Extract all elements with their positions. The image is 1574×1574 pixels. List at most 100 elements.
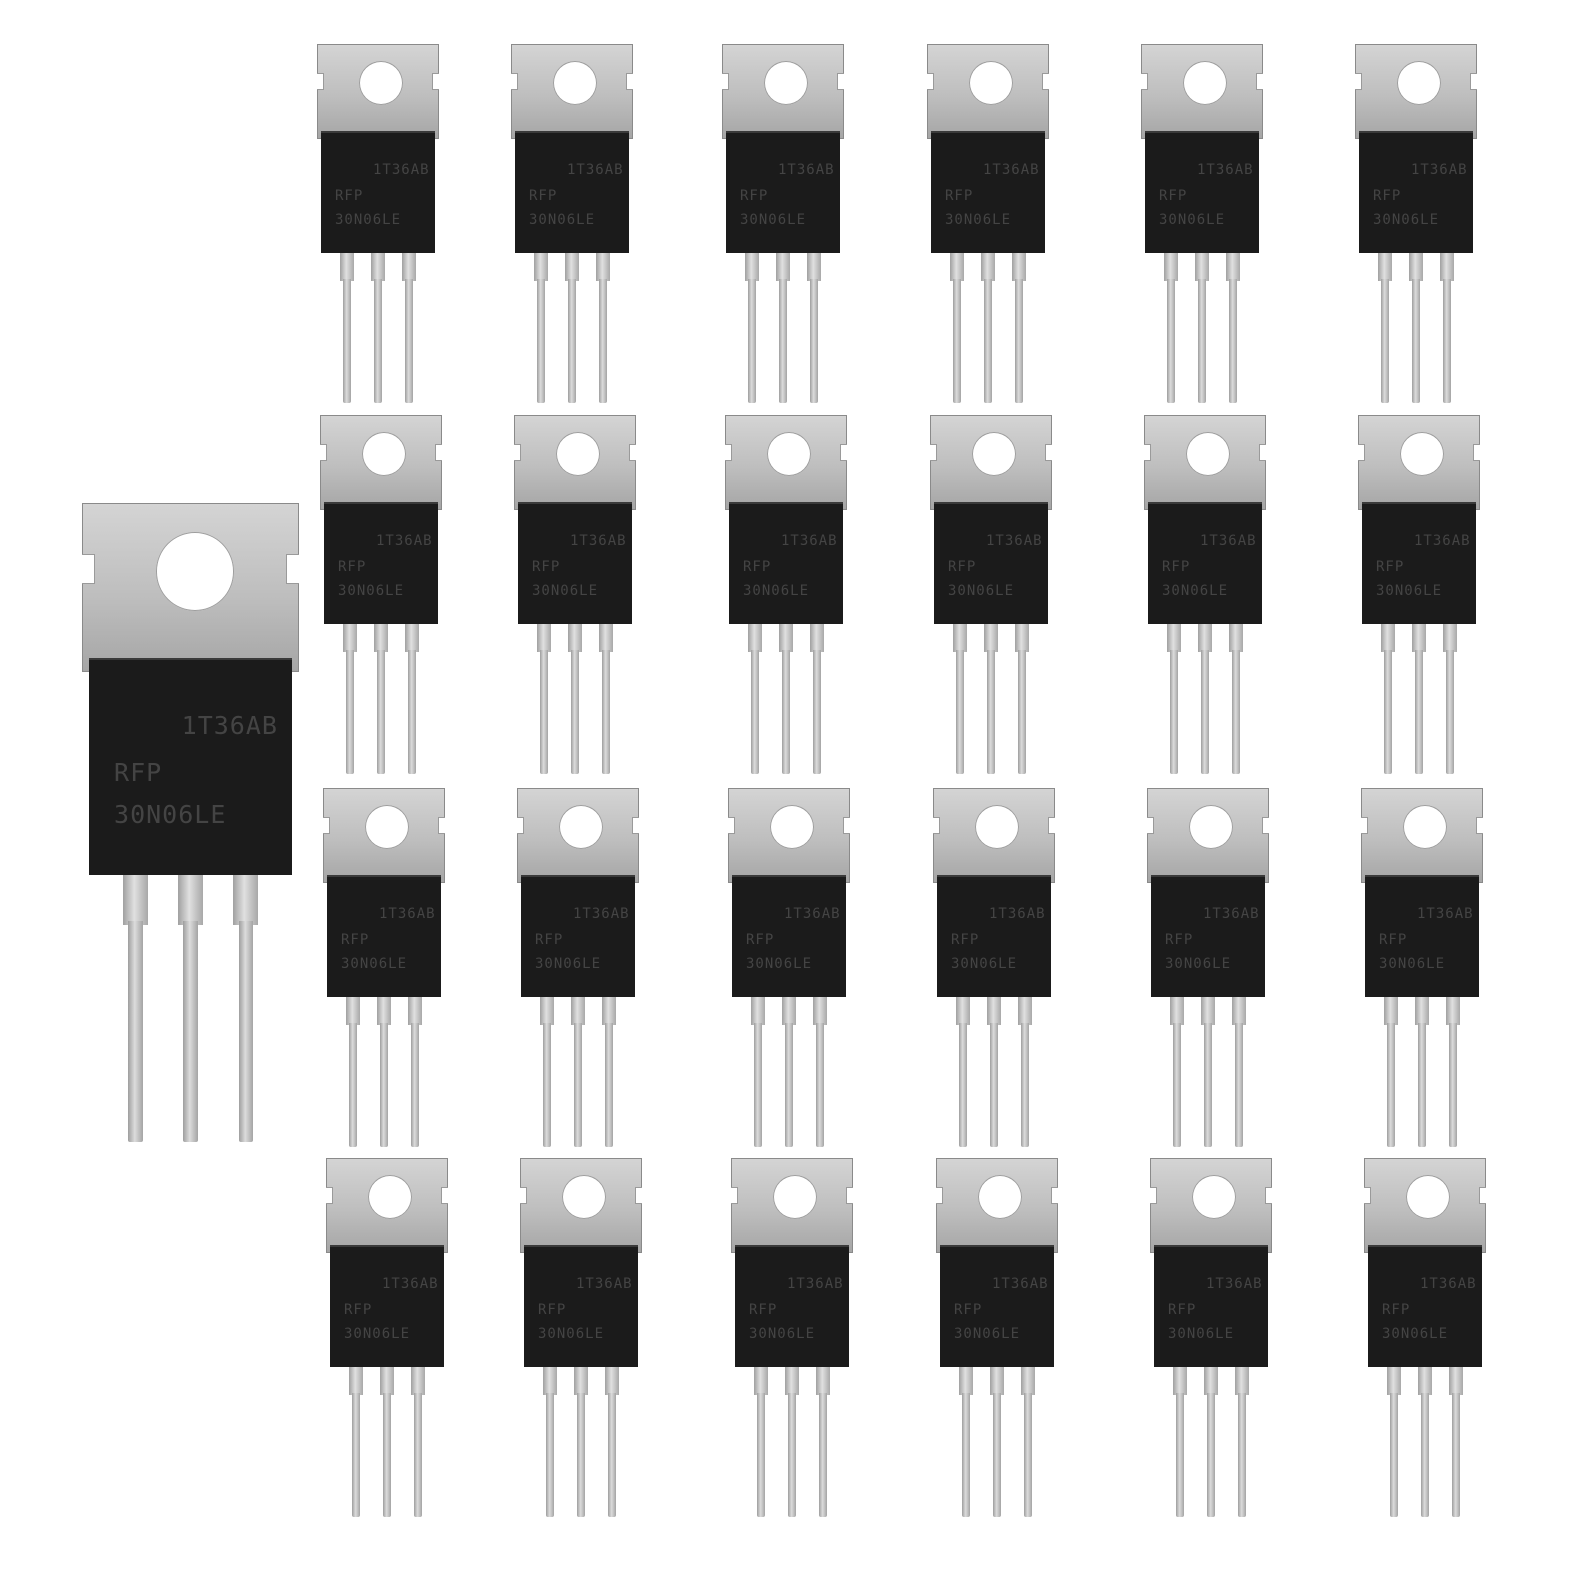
transistor-lead	[959, 1023, 967, 1147]
transistor-lead	[349, 1023, 357, 1147]
transistor-lead	[377, 650, 385, 774]
transistor-lead	[1207, 1393, 1215, 1517]
transistor-lead	[343, 279, 351, 403]
heatsink-tab	[323, 788, 445, 883]
tab-notch	[1358, 443, 1366, 461]
tab-notch	[1361, 816, 1369, 834]
tab-notch	[927, 72, 935, 90]
tab-notch	[725, 443, 733, 461]
lead-shoulder	[1415, 997, 1429, 1025]
transistor-lead	[1387, 1023, 1395, 1147]
lead-shoulder	[1381, 624, 1395, 652]
tab-notch	[836, 72, 844, 90]
mounting-hole	[365, 805, 409, 849]
part-marking: RFP	[1165, 932, 1194, 948]
part-marking: RFP	[1382, 1302, 1411, 1318]
tab-notch	[936, 1186, 944, 1204]
lead-shoulder	[1443, 624, 1457, 652]
tab-notch	[517, 816, 525, 834]
transistor-lead	[1235, 1023, 1243, 1147]
transistor-lead	[757, 1393, 765, 1517]
part-marking: 30N06LE	[948, 583, 1015, 599]
lead-shoulder	[807, 253, 821, 281]
transistor-lead	[1167, 279, 1175, 403]
tab-notch	[440, 1186, 448, 1204]
transistor-lead	[346, 650, 354, 774]
part-marking: RFP	[338, 559, 367, 575]
part-marking: 1T36AB	[1206, 1276, 1263, 1292]
transistor-lead	[1198, 279, 1206, 403]
tab-notch	[1255, 72, 1263, 90]
part-marking: RFP	[945, 188, 974, 204]
part-marking: 1T36AB	[573, 906, 630, 922]
mounting-hole	[773, 1175, 817, 1219]
part-marking: 30N06LE	[743, 583, 810, 599]
part-marking: 1T36AB	[181, 711, 278, 741]
part-marking: 1T36AB	[376, 533, 433, 549]
part-marking: RFP	[538, 1302, 567, 1318]
transistor-lead	[183, 921, 198, 1143]
tab-notch	[1141, 72, 1149, 90]
lead-shoulder	[1018, 997, 1032, 1025]
heatsink-tab	[517, 788, 639, 883]
lead-shoulder	[543, 1367, 557, 1395]
heatsink-tab	[1364, 1158, 1486, 1253]
transistor-lead	[380, 1023, 388, 1147]
lead-shoulder	[1229, 624, 1243, 652]
transistor-lead	[1452, 1393, 1460, 1517]
transistor-lead	[748, 279, 756, 403]
heatsink-tab	[722, 44, 844, 139]
part-marking: 1T36AB	[1411, 162, 1468, 178]
transistor-lead	[543, 1023, 551, 1147]
lead-shoulder	[346, 997, 360, 1025]
part-marking: RFP	[1379, 932, 1408, 948]
tab-notch	[631, 816, 639, 834]
lead-shoulder	[776, 253, 790, 281]
mounting-hole	[1406, 1175, 1450, 1219]
part-marking: 1T36AB	[986, 533, 1043, 549]
transistor-lead	[1415, 650, 1423, 774]
transistor-lead	[608, 1393, 616, 1517]
transistor-lead	[414, 1393, 422, 1517]
mounting-hole	[1186, 432, 1230, 476]
part-marking: RFP	[114, 757, 163, 787]
part-marking: 30N06LE	[1159, 212, 1226, 228]
part-marking: 1T36AB	[781, 533, 838, 549]
part-marking: 30N06LE	[529, 212, 596, 228]
transistor-lead	[987, 650, 995, 774]
tab-notch	[1047, 816, 1055, 834]
tab-notch	[930, 443, 938, 461]
lead-shoulder	[380, 1367, 394, 1395]
part-marking: 1T36AB	[992, 1276, 1049, 1292]
tab-notch	[842, 816, 850, 834]
transistor-lead	[956, 650, 964, 774]
lead-shoulder	[981, 253, 995, 281]
transistor-lead	[1018, 650, 1026, 774]
lead-shoulder	[785, 1367, 799, 1395]
part-marking: 30N06LE	[1162, 583, 1229, 599]
tab-notch	[845, 1186, 853, 1204]
mounting-hole	[764, 61, 808, 105]
transistor-lead	[779, 279, 787, 403]
tab-notch	[1147, 816, 1155, 834]
part-marking: 1T36AB	[382, 1276, 439, 1292]
part-marking: 1T36AB	[1197, 162, 1254, 178]
lead-shoulder	[402, 253, 416, 281]
tab-notch	[1364, 1186, 1372, 1204]
mounting-hole	[767, 432, 811, 476]
lead-shoulder	[1235, 1367, 1249, 1395]
transistor-lead	[1384, 650, 1392, 774]
mounting-hole	[1403, 805, 1447, 849]
